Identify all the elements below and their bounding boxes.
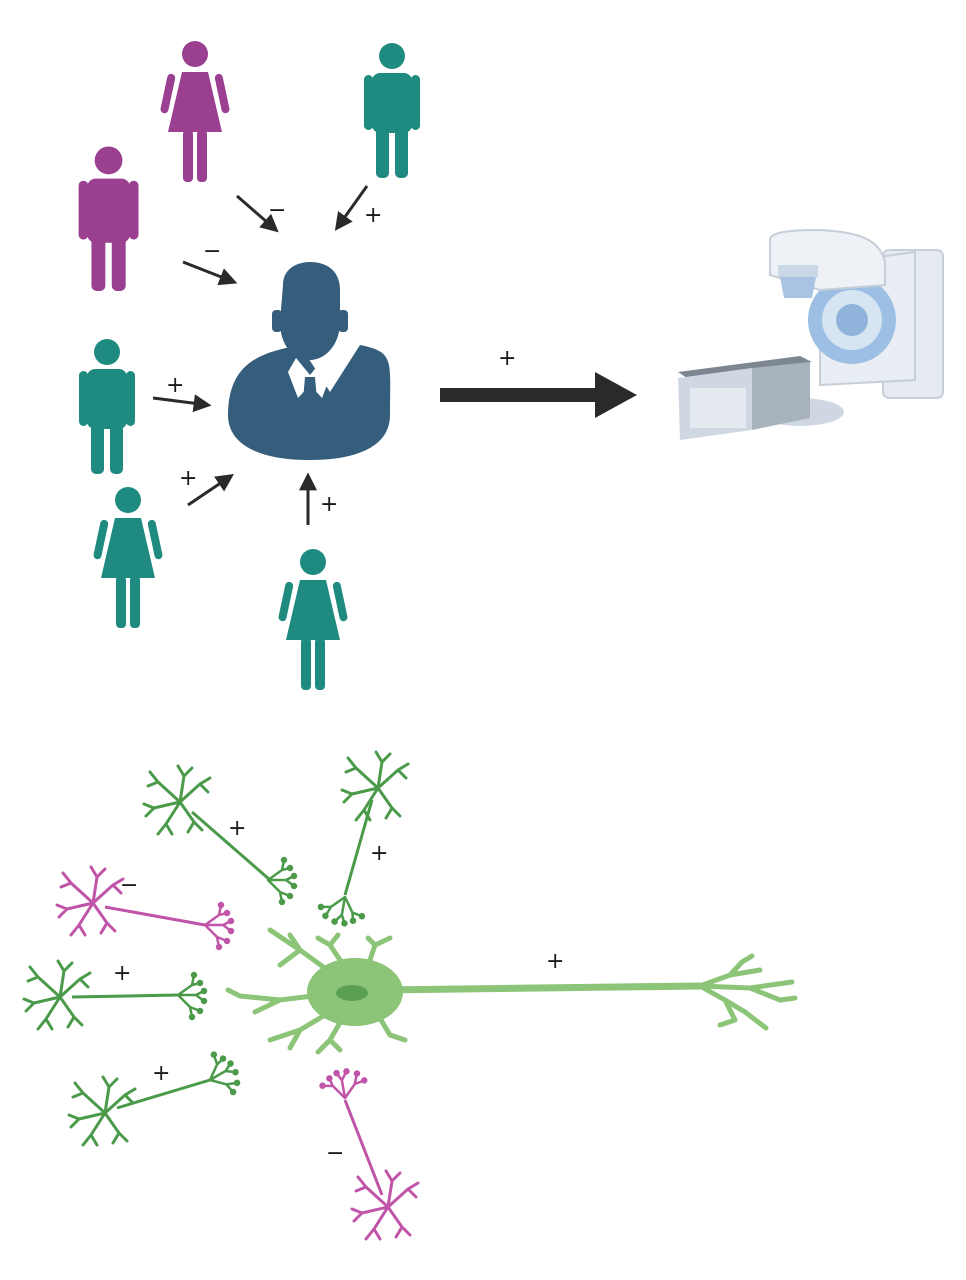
influence-arrow [152, 394, 212, 413]
input-sign: − [326, 1141, 344, 1166]
input-neuron-negative [55, 865, 235, 951]
input-sign: + [152, 1061, 170, 1086]
influence-arrow [182, 260, 238, 286]
input-sign: − [120, 873, 138, 898]
influence-arrow [236, 194, 279, 233]
input-sign: + [228, 816, 246, 841]
radiotherapy-machine-icon [678, 228, 944, 440]
influence-arrows [152, 185, 369, 525]
influence-sign: + [320, 492, 338, 517]
man-positive-icon [364, 43, 420, 178]
influence-sign: + [364, 203, 382, 228]
input-neuron-positive [315, 750, 410, 930]
input-sign: + [370, 841, 388, 866]
influence-sign: + [179, 466, 197, 491]
woman-positive-icon [92, 487, 164, 628]
woman-negative-icon [159, 41, 231, 182]
influence-sign: − [268, 198, 286, 223]
influence-sign: + [166, 373, 184, 398]
influence-arrow [187, 473, 234, 507]
output-arrow [440, 372, 637, 418]
people-influence-diagram: − + − + + + + [78, 41, 944, 690]
output-sign: + [546, 949, 564, 974]
man-negative-icon [78, 146, 139, 291]
central-neuron [225, 927, 798, 1055]
influence-sign: − [203, 239, 221, 264]
neuron-diagram: + + + − + [22, 750, 798, 1241]
input-neuron-positive [67, 1045, 248, 1147]
man-positive-icon [79, 339, 135, 474]
influence-arrow [334, 185, 369, 231]
central-person-icon [228, 262, 391, 460]
input-neuron-negative [317, 1065, 420, 1241]
output-sign: + [498, 346, 516, 371]
input-sign: + [113, 961, 131, 986]
woman-positive-icon [277, 549, 349, 690]
input-neuron-positive [142, 764, 298, 906]
input-neuron-positive [22, 959, 208, 1031]
